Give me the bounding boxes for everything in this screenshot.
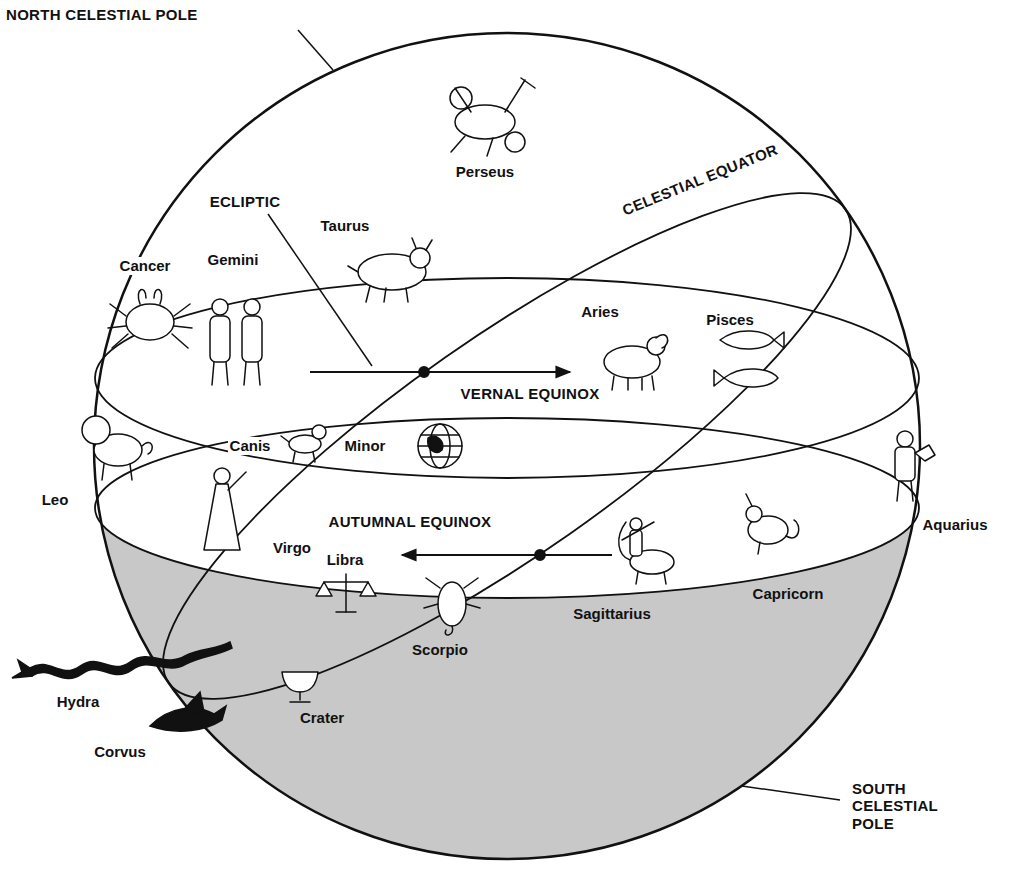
corvus-figure — [150, 692, 226, 731]
virgo-figure — [204, 468, 246, 550]
constellation-label: Hydra — [55, 693, 102, 710]
constellation-label: Capricorn — [751, 585, 826, 602]
equator-label: CELESTIAL EQUATOR — [618, 140, 782, 220]
ecliptic-label: ECLIPTIC — [208, 193, 283, 210]
hydra-figure — [12, 642, 232, 679]
canis-minor-figure — [281, 425, 326, 462]
constellation-label: Crater — [298, 709, 346, 726]
gemini-figure — [210, 299, 262, 385]
constellation-label: Aries — [579, 303, 621, 320]
scorpio-figure — [424, 578, 480, 635]
capricorn-figure — [746, 494, 799, 554]
pole-label: NORTH CELESTIAL POLE — [4, 6, 200, 23]
constellation-label: Scorpio — [410, 641, 470, 658]
constellation-label: Perseus — [454, 163, 516, 180]
ecliptic-band-edge — [95, 418, 919, 598]
constellation-label: Minor — [343, 437, 388, 454]
constellation-label: Taurus — [319, 217, 372, 234]
constellation-label: Leo — [40, 491, 71, 508]
ecliptic-arrows — [310, 367, 612, 560]
libra-figure — [316, 574, 376, 612]
sphere-outline — [94, 33, 920, 859]
constellation-label: Sagittarius — [571, 605, 653, 622]
pole-label: SOUTH CELESTIAL POLE — [850, 780, 984, 832]
equinox-label: AUTUMNAL EQUINOX — [327, 513, 494, 530]
pisces-figure — [714, 331, 784, 387]
leader-lines — [268, 30, 840, 800]
constellation-label: Canis — [228, 437, 273, 454]
celestial-equator-line — [107, 121, 908, 772]
perseus-figure — [450, 78, 535, 156]
constellation-label: Cancer — [118, 257, 173, 274]
constellation-label: Libra — [325, 551, 366, 568]
cancer-figure — [108, 289, 192, 348]
aries-figure — [604, 335, 668, 390]
earth-globe — [418, 424, 462, 468]
taurus-figure — [348, 238, 432, 302]
constellation-label: Virgo — [271, 539, 313, 556]
ecliptic-band-edge — [95, 278, 919, 478]
leo-figure — [82, 416, 152, 480]
constellation-label: Gemini — [206, 251, 261, 268]
southern-shade — [80, 508, 930, 874]
sagittarius-figure — [619, 518, 674, 584]
constellation-label: Aquarius — [920, 516, 989, 533]
aquarius-figure — [895, 431, 935, 501]
crater-figure — [282, 672, 318, 702]
equinox-label: VERNAL EQUINOX — [459, 385, 602, 402]
constellation-label: Corvus — [92, 743, 148, 760]
constellation-label: Pisces — [704, 311, 756, 328]
